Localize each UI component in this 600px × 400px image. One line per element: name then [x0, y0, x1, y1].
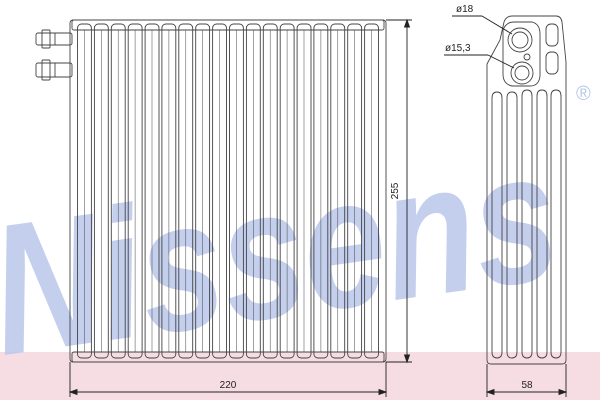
outlet-port-outer: [510, 61, 534, 85]
side-channels: [491, 89, 562, 359]
side-width-label: 58: [521, 380, 533, 391]
flange-slot-2: [545, 51, 559, 75]
connection-pipes: [35, 29, 73, 81]
side-width-dimension: [485, 364, 568, 397]
outlet-diameter-label: ø15,3: [445, 43, 471, 54]
tube: [77, 23, 92, 359]
side-body-outline: [486, 15, 567, 365]
lower-pipe: [35, 62, 73, 78]
inlet-port-inner: [511, 31, 529, 49]
side-channel: [550, 89, 562, 359]
height-dimension: [386, 18, 412, 364]
tube: [330, 23, 346, 359]
bottom-header: [71, 351, 385, 363]
tube: [347, 23, 363, 359]
width-arrow-left: [68, 388, 78, 396]
tube: [245, 23, 261, 359]
flange-slot: [545, 23, 559, 47]
upper-pipe: [35, 32, 73, 46]
side-width-arrow-right: [558, 388, 568, 396]
registered-mark: ®: [576, 83, 591, 105]
tube: [229, 23, 244, 359]
diameter-leaders: [444, 15, 515, 69]
tube: [212, 23, 227, 359]
tube: [296, 23, 312, 359]
width-arrow-right: [378, 388, 388, 396]
front-view: [35, 18, 412, 397]
width-dimension: [68, 362, 388, 397]
side-width-arrow-left: [485, 388, 495, 396]
tube: [93, 23, 109, 359]
leader-inlet: [481, 15, 513, 35]
upper-pipe-nut: [41, 29, 51, 49]
tube: [161, 23, 177, 359]
tube: [313, 23, 329, 359]
width-label: 220: [220, 380, 237, 391]
side-channel: [491, 91, 503, 359]
inlet-diameter-label: ø18: [456, 4, 474, 15]
tube: [279, 23, 295, 359]
fitting-flange: [502, 21, 541, 87]
side-channel: [506, 91, 518, 359]
flange-bolt: [523, 53, 531, 61]
top-header: [71, 19, 385, 31]
tube: [110, 23, 126, 359]
side-view: [444, 15, 568, 397]
tube: [364, 23, 379, 359]
tube-group: [77, 23, 379, 359]
height-arrow-bottom: [403, 354, 411, 364]
height-label: 255: [390, 182, 401, 199]
side-channel: [521, 89, 533, 359]
tube: [127, 23, 143, 359]
tube: [195, 23, 211, 359]
outlet-port-inner: [514, 65, 530, 81]
tube: [262, 23, 278, 359]
height-arrow-top: [403, 18, 411, 28]
lower-pipe-nut: [41, 59, 51, 81]
inlet-port-outer: [507, 27, 533, 53]
leader-outlet: [487, 54, 515, 69]
tube: [144, 23, 160, 359]
tube: [178, 23, 194, 359]
side-channel: [536, 89, 548, 359]
